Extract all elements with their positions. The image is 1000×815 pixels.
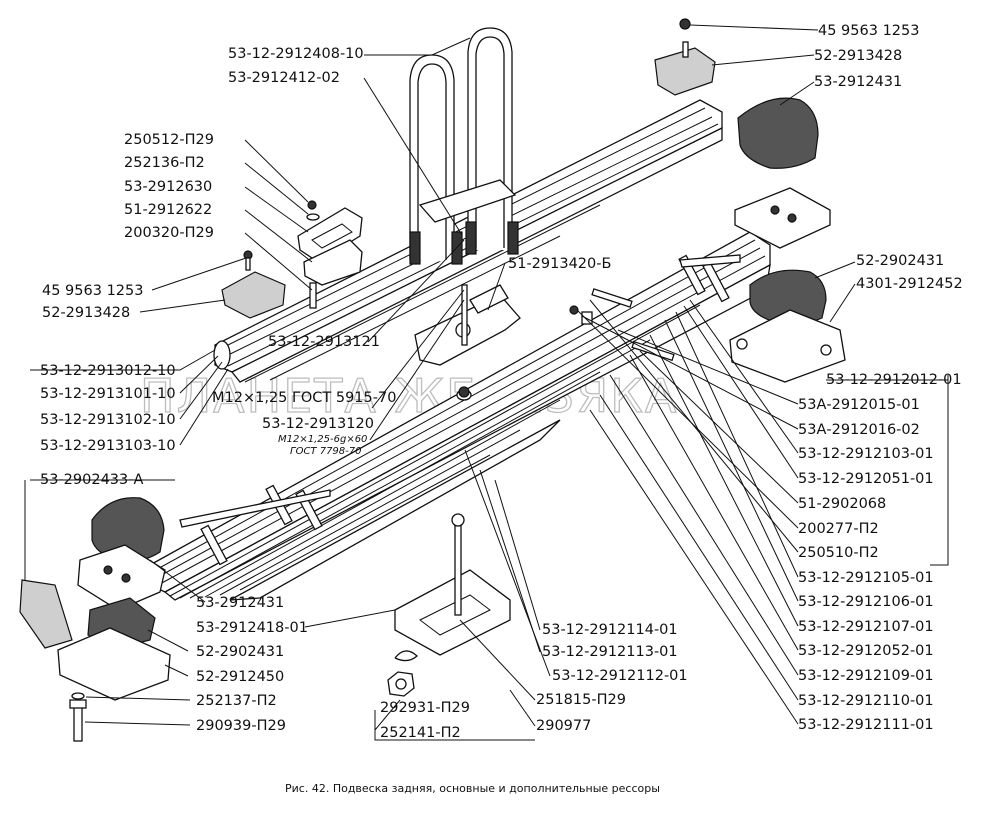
- bumper-left: [221, 271, 286, 319]
- label-292931-p29: 292931-П29: [380, 700, 470, 716]
- label-51-2912622: 51-2912622: [124, 202, 212, 218]
- label-m12-6g-60: М12×1,25-6g×60: [278, 434, 367, 445]
- label-52-2902431-right: 52-2902431: [856, 253, 944, 269]
- label-53-12-2912109-01: 53-12-2912109-01: [798, 668, 934, 684]
- label-53-12-2912110-01: 53-12-2912110-01: [798, 693, 934, 709]
- label-53-2912431-top: 53-2912431: [814, 74, 902, 90]
- label-252136-p2: 252136-П2: [124, 155, 205, 171]
- label-53-12-2912112-01: 53-12-2912112-01: [552, 668, 688, 684]
- label-53-12-2913103-10: 53-12-2913103-10: [40, 438, 176, 454]
- label-53-12-2913101-10: 53-12-2913101-10: [40, 386, 176, 402]
- label-53-12-2912111-01: 53-12-2912111-01: [798, 717, 934, 733]
- label-53-12-2913102-10: 53-12-2913102-10: [40, 412, 176, 428]
- label-53-2902433-a: 53-2902433-А: [40, 472, 143, 488]
- lower-spring-seat: [394, 513, 511, 656]
- nut-left: [307, 200, 317, 210]
- label-53-12-2912408-10: 53-12-2912408-10: [228, 46, 364, 62]
- center-bolt: [456, 284, 472, 401]
- nut-top-right: [679, 18, 691, 30]
- rubber-block-mid: [749, 269, 827, 325]
- label-53-2912630: 53-2912630: [124, 179, 212, 195]
- label-53-12-2912105-01: 53-12-2912105-01: [798, 570, 934, 586]
- label-290939-p29: 290939-П29: [196, 718, 286, 734]
- label-53a-2912015-01: 53А-2912015-01: [798, 397, 920, 413]
- label-53-12-2912106-01: 53-12-2912106-01: [798, 594, 934, 610]
- bracket-left-lower: [303, 239, 363, 286]
- label-51-2902068: 51-2902068: [798, 496, 886, 512]
- label-53-12-2913120: 53-12-2913120: [262, 416, 374, 432]
- label-4301-2912452: 4301-2912452: [856, 276, 963, 292]
- label-52-2913428-left: 52-2913428: [42, 305, 130, 321]
- pad-left: [19, 579, 73, 649]
- label-51-2913420-b: 51-2913420-Б: [508, 256, 611, 272]
- nut-washer: [387, 650, 418, 697]
- bracket-right-lower: [729, 309, 846, 383]
- u-bolts: [409, 27, 519, 265]
- label-45-9563-1253-top: 45 9563 1253: [818, 23, 919, 39]
- label-53-2912418-01: 53-2912418-01: [196, 620, 308, 636]
- bracket-left-bottom: [57, 627, 171, 701]
- label-200277-p2: 200277-П2: [798, 521, 879, 537]
- bracket-right-upper: [734, 187, 831, 249]
- bracket-left: [297, 207, 363, 263]
- label-53-2912412-02: 53-2912412-02: [228, 70, 340, 86]
- label-gost-7798: ГОСТ 7798-70: [290, 446, 362, 457]
- label-52-2913428-top: 52-2913428: [814, 48, 902, 64]
- label-53-12-2912103-01: 53-12-2912103-01: [798, 446, 934, 462]
- label-53-12-2912052-01: 53-12-2912052-01: [798, 643, 934, 659]
- label-53-12-2912114-01: 53-12-2912114-01: [542, 622, 678, 638]
- label-45-9563-1253-left: 45 9563 1253: [42, 283, 143, 299]
- main-spring: [149, 231, 771, 601]
- label-53-12-2913121: 53-12-2913121: [268, 334, 380, 350]
- label-53-12-2913012-10: 53-12-2913012-10: [40, 363, 176, 379]
- label-53-12-2912107-01: 53-12-2912107-01: [798, 619, 934, 635]
- label-250510-p2: 250510-П2: [798, 545, 879, 561]
- label-52-2902431-left: 52-2902431: [196, 644, 284, 660]
- label-53-12-2912051-01: 53-12-2912051-01: [798, 471, 934, 487]
- label-251815-p29: 251815-П29: [536, 692, 626, 708]
- label-52-2912450: 52-2912450: [196, 669, 284, 685]
- label-53-12-2912113-01: 53-12-2912113-01: [542, 644, 678, 660]
- label-53-2912431-left: 53-2912431: [196, 595, 284, 611]
- label-200320-p29: 200320-П29: [124, 225, 214, 241]
- pin-right: [569, 288, 675, 362]
- label-290977: 290977: [536, 718, 591, 734]
- rubber-block-top: [737, 97, 819, 169]
- leader-lines: [24, 24, 949, 741]
- figure-caption: Рис. 42. Подвеска задняя, основные и доп…: [285, 782, 660, 795]
- label-252137-p2: 252137-П2: [196, 693, 277, 709]
- bumper-top-right: [654, 47, 716, 96]
- label-250512-p29: 250512-П29: [124, 132, 214, 148]
- label-53-12-2912012-01: 53-12-2912012-01: [826, 372, 962, 388]
- label-252141-p2: 252141-П2: [380, 725, 461, 741]
- label-53a-2912016-02: 53А-2912016-02: [798, 422, 920, 438]
- label-m12-gost-5915: М12×1,25 ГОСТ 5915-70: [212, 390, 396, 406]
